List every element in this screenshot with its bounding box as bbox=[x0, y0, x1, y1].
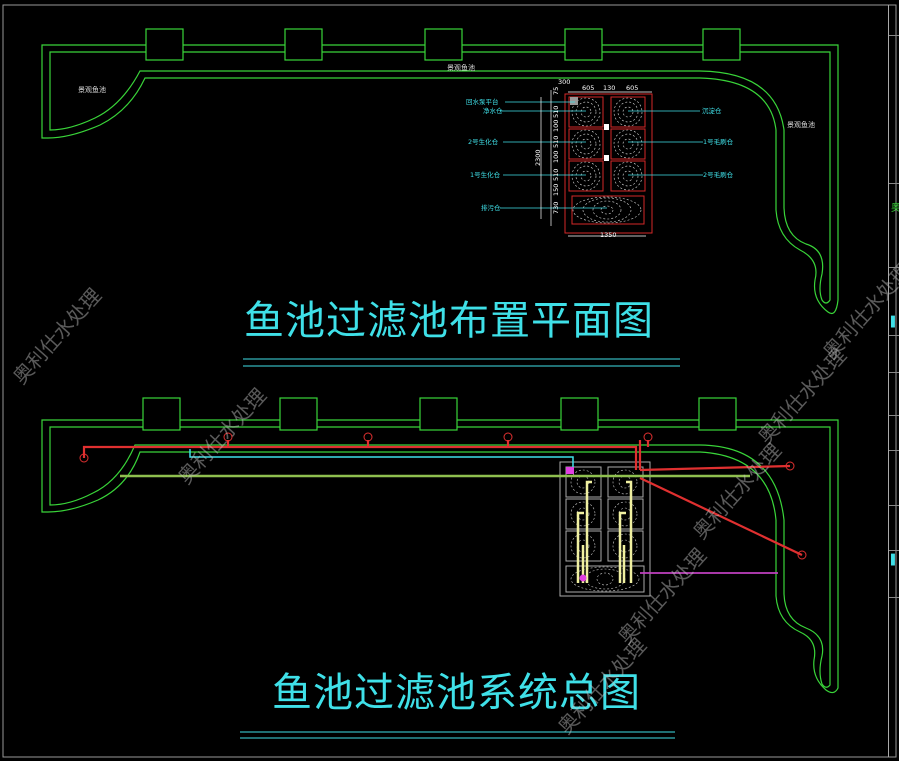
system-title: 鱼池过滤池系统总图 bbox=[272, 670, 641, 716]
weir-block bbox=[604, 155, 609, 161]
dim-width-right: 605 bbox=[626, 84, 638, 92]
title-underlines bbox=[240, 358, 680, 739]
dim-row: 75 bbox=[552, 87, 560, 95]
filter-media-circles bbox=[571, 97, 643, 224]
outlet-circles bbox=[79, 432, 807, 560]
label-return-pump: 回水泵平台 bbox=[466, 97, 499, 106]
dim-row: 100 bbox=[552, 120, 560, 132]
label-brush1: 1号毛刷仓 bbox=[703, 137, 734, 146]
panel-mark: 奥 bbox=[891, 203, 899, 214]
plan-pond-outline bbox=[41, 44, 839, 315]
dim-row: 510 bbox=[552, 169, 560, 181]
weir-block bbox=[604, 124, 609, 130]
label-sewage: 排污仓 bbox=[481, 203, 501, 212]
drawing-frame bbox=[2, 4, 897, 758]
return-pump-block bbox=[570, 97, 578, 105]
panel-mark: ▌ bbox=[891, 555, 899, 566]
label-bio2: 2号生化仓 bbox=[468, 137, 499, 146]
dim-row: 150 bbox=[552, 184, 560, 196]
plan-title: 鱼池过滤池布置平面图 bbox=[244, 298, 654, 344]
pond-label-top: 景观鱼池 bbox=[447, 63, 475, 72]
leader-lines bbox=[500, 101, 703, 209]
dim-row: 510 bbox=[552, 106, 560, 118]
dim-row: 730 bbox=[552, 202, 560, 214]
dim-row: 510 bbox=[552, 136, 560, 148]
plan-pond-boxes bbox=[145, 28, 741, 61]
drain-marker bbox=[579, 574, 587, 582]
dim-total-width: 1350 bbox=[600, 231, 617, 239]
system-pond-boxes bbox=[142, 397, 737, 431]
dim-row: 100 bbox=[552, 151, 560, 163]
label-brush2: 2号毛刷仓 bbox=[703, 170, 734, 179]
pond-label-left: 景观鱼池 bbox=[78, 85, 106, 94]
filter-tank-system bbox=[559, 461, 651, 597]
system-pond-outline bbox=[41, 419, 839, 694]
dim-width-mid: 130 bbox=[603, 84, 615, 92]
pump-marker bbox=[566, 467, 574, 474]
dim-width-left: 605 bbox=[582, 84, 594, 92]
label-clean-water: 净水仓 bbox=[483, 106, 503, 115]
dim-total-height: 2300 bbox=[534, 149, 542, 166]
cyan-pipe bbox=[189, 449, 574, 470]
filter-tank-plan bbox=[564, 93, 653, 234]
dim-top-offset: 300 bbox=[558, 78, 570, 86]
title-block-panel: 奥 ▌ ▌ bbox=[888, 5, 899, 757]
yellow-pipes bbox=[576, 480, 633, 583]
pond-label-right: 景观鱼池 bbox=[787, 120, 815, 129]
panel-mark: ▌ bbox=[891, 317, 899, 328]
label-sediment: 沉淀仓 bbox=[702, 106, 722, 115]
label-bio1: 1号生化仓 bbox=[470, 170, 501, 179]
dimension-lines bbox=[540, 90, 652, 237]
